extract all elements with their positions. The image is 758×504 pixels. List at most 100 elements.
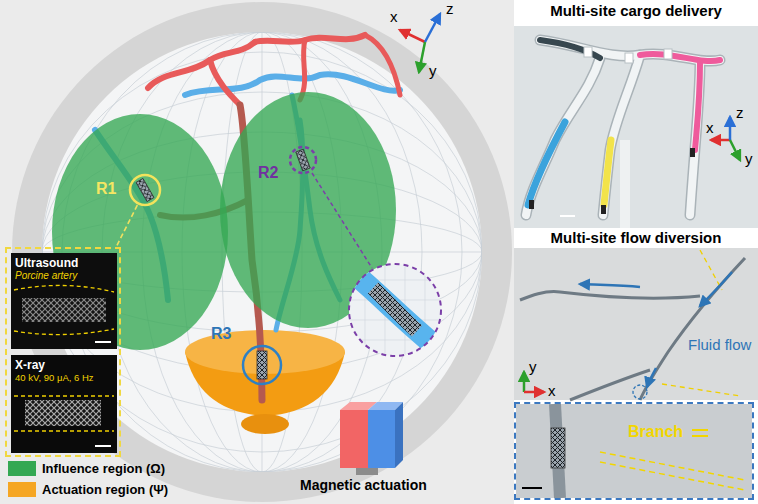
blood-vessels xyxy=(300,40,305,100)
magnet xyxy=(368,410,395,468)
legend-entry: Actuation region (Ψ) xyxy=(8,482,168,497)
axis-label: y xyxy=(529,358,537,375)
panel-title: Multi-site flow diversion xyxy=(514,229,758,247)
cargo-photo xyxy=(514,26,758,228)
cargo-photo xyxy=(526,58,600,215)
branch-photo xyxy=(600,452,745,490)
axis-label: z xyxy=(736,104,744,121)
label-anchor: x xyxy=(706,119,714,136)
inset-frame: Branch xyxy=(514,402,754,500)
flow-photo xyxy=(520,258,745,400)
label-anchor: y xyxy=(429,62,437,79)
branch-photo xyxy=(516,404,752,498)
stent xyxy=(136,178,154,201)
workspace-sphere xyxy=(0,0,514,504)
workspace-sphere xyxy=(12,2,512,502)
flow-photo xyxy=(640,258,745,400)
cargo-photo xyxy=(625,53,633,63)
region-outline xyxy=(288,145,318,175)
axis-label: z xyxy=(446,0,454,17)
region-outline xyxy=(243,346,281,384)
cargo-photo xyxy=(690,62,700,215)
region-label: R1 xyxy=(96,179,116,198)
cargo-photo xyxy=(514,26,758,228)
cargo-photo xyxy=(560,215,575,217)
label-anchor: Fluid flow xyxy=(688,336,751,353)
magnet xyxy=(340,410,368,468)
label-anchor: z xyxy=(446,0,454,17)
blood-vessels xyxy=(148,42,255,88)
cargo-photo xyxy=(664,49,672,59)
magnet xyxy=(395,402,403,468)
axis-arrows xyxy=(400,30,425,42)
label-anchor: Magnetic actuation xyxy=(300,477,427,493)
flow-photo xyxy=(570,370,650,400)
region-outline xyxy=(241,344,283,386)
axis-label: y xyxy=(429,62,437,79)
flow-photo xyxy=(580,272,732,387)
cargo-photo xyxy=(640,54,720,61)
label-anchor: x xyxy=(548,382,556,399)
label-anchor: y xyxy=(529,358,537,375)
stent xyxy=(136,149,310,379)
flow-photo xyxy=(662,250,740,396)
cargo-photo xyxy=(620,140,630,228)
blood-vessels xyxy=(365,35,400,95)
legend-swatch xyxy=(8,461,36,476)
stent xyxy=(296,149,310,171)
ultrasound-image xyxy=(22,298,106,322)
cargo-photo xyxy=(601,205,606,214)
inset-frame: UltrasoundPorcine arteryX-ray40 kV, 90 μ… xyxy=(5,247,121,457)
cargo-photo xyxy=(528,122,565,205)
branch-photo xyxy=(692,430,708,436)
flow-photo xyxy=(647,368,656,387)
panel-title-box: Multi-site cargo delivery xyxy=(514,2,758,24)
cargo-photo xyxy=(603,55,640,215)
flow-photo xyxy=(633,385,647,399)
cargo-photo xyxy=(540,40,600,58)
xray-image xyxy=(11,355,117,453)
magnet xyxy=(356,468,378,475)
zoom-view xyxy=(349,264,441,356)
cargo-photo xyxy=(690,148,695,157)
axis-label: x xyxy=(390,8,398,25)
ultrasound-panel: UltrasoundPorcine artery xyxy=(11,253,117,349)
image-title: X-ray xyxy=(15,358,45,372)
legend-entry: Influence region (Ω) xyxy=(8,461,165,476)
flow-photo xyxy=(524,391,544,394)
region-label: R2 xyxy=(258,163,278,182)
flow-photo xyxy=(580,284,640,287)
ultrasound-image xyxy=(14,285,114,292)
xray-image xyxy=(25,400,101,426)
axis-label: y xyxy=(745,150,753,167)
flow-photo xyxy=(523,372,526,392)
panel-title-box: Multi-site flow diversion xyxy=(514,229,758,249)
workspace-sphere xyxy=(0,0,514,504)
cargo-photo xyxy=(603,55,640,215)
xray-image xyxy=(95,445,111,447)
panel-title: Multi-site cargo delivery xyxy=(514,2,758,20)
blood-vessels xyxy=(255,35,365,42)
region-circle: R1 xyxy=(128,173,162,207)
cargo-photo xyxy=(526,58,600,215)
stent xyxy=(257,351,267,379)
axis-label: x xyxy=(548,382,556,399)
cargo-photo xyxy=(729,117,732,140)
legend-text: Influence region (Ω) xyxy=(42,461,165,476)
region-circle: R3 xyxy=(241,344,283,386)
image-note: 40 kV, 90 μA, 6 Hz xyxy=(15,372,94,383)
label-anchor: z xyxy=(736,104,744,121)
branch-photo xyxy=(516,404,752,498)
region-label: R3 xyxy=(211,324,231,343)
blood-vessels xyxy=(210,60,240,105)
flow-label: Fluid flow xyxy=(688,336,751,353)
cargo-photo xyxy=(529,200,534,209)
flow-photo xyxy=(520,292,700,300)
zoom-view xyxy=(345,260,445,360)
region-outline xyxy=(128,173,162,207)
component-label: Magnetic actuation xyxy=(300,477,427,493)
legend-swatch xyxy=(8,482,36,497)
flow-photo xyxy=(514,248,758,400)
region-outline xyxy=(290,147,316,173)
